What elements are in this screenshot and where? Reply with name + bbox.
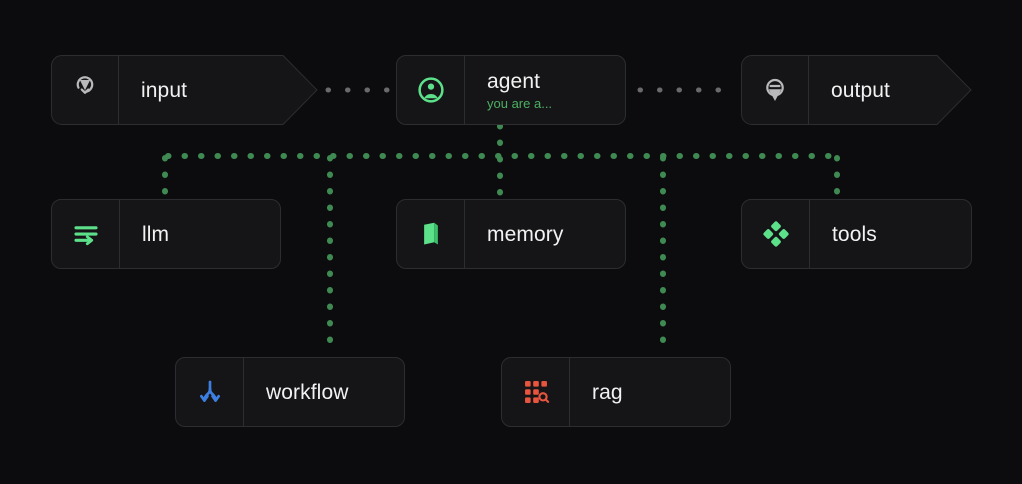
node-agent[interactable]: agent you are a... [396,55,626,125]
node-llm[interactable]: llm [51,199,281,269]
node-output-icon-cell [741,55,809,125]
node-input[interactable]: input [51,55,328,125]
node-output[interactable]: output [741,55,972,125]
node-rag-icon-cell [502,358,570,426]
branch-fork-icon [196,378,224,406]
node-memory-labels: memory [465,200,625,268]
node-input-icon-cell [51,55,119,125]
lines-arrow-icon [71,219,101,249]
node-memory[interactable]: memory [396,199,626,269]
circle-arrow-out-icon [761,76,789,104]
grid-search-icon [522,378,550,406]
node-llm-labels: llm [120,200,280,268]
node-llm-title: llm [142,222,170,246]
node-workflow-title: workflow [266,380,349,404]
node-memory-title: memory [487,222,564,246]
book-icon [416,219,446,249]
node-agent-labels: agent you are a... [465,56,625,124]
four-diamonds-icon [761,219,791,249]
node-output-shape [741,55,972,125]
node-output-labels: output [809,55,972,125]
node-tools-labels: tools [810,200,971,268]
node-output-title: output [831,78,890,102]
node-workflow-labels: workflow [244,358,404,426]
node-llm-icon-cell [52,200,120,268]
node-memory-icon-cell [397,200,465,268]
node-workflow-icon-cell [176,358,244,426]
node-input-shape [51,55,318,125]
node-input-title: input [141,78,188,102]
node-agent-icon-cell [397,56,465,124]
circle-arrow-down-icon [71,76,99,104]
user-circle-icon [416,75,446,105]
node-input-labels: input [119,55,328,125]
node-agent-title: agent [487,69,541,93]
node-agent-subtitle: you are a... [487,95,553,111]
node-tools[interactable]: tools [741,199,972,269]
node-rag[interactable]: rag [501,357,731,427]
node-rag-labels: rag [570,358,730,426]
node-workflow[interactable]: workflow [175,357,405,427]
node-tools-title: tools [832,222,877,246]
node-tools-icon-cell [742,200,810,268]
node-rag-title: rag [592,380,623,404]
